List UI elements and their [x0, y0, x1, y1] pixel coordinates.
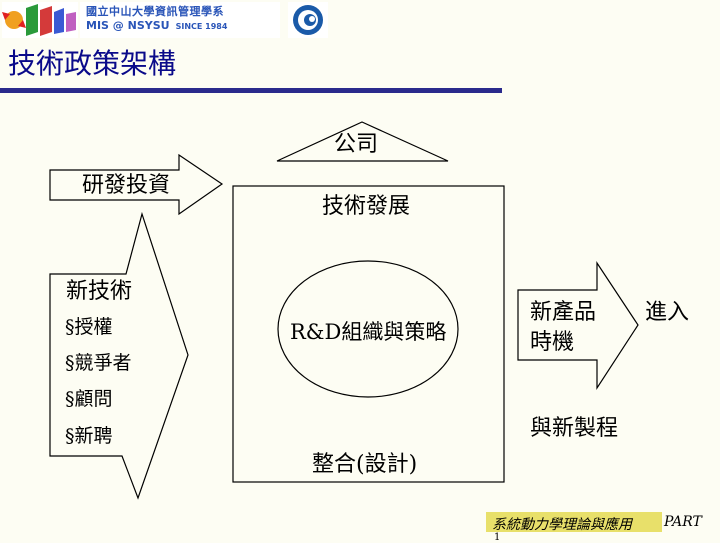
banner-mis: MIS @ NSYSU	[86, 19, 170, 32]
new-product-arrow	[517, 261, 639, 391]
bullet-licensing: §授權	[65, 316, 113, 338]
bullet-consultants: §顧問	[65, 388, 113, 410]
new-technology-label: 新技術	[66, 279, 133, 304]
department-logo-icon	[2, 2, 78, 38]
integration-label: 整合(設計)	[312, 452, 418, 477]
banner-chinese-name: 國立中山大學資訊管理學系	[86, 5, 224, 18]
page-title: 技術政策架構	[8, 47, 177, 80]
rd-investment-label: 研發投資	[82, 173, 171, 198]
university-swirl-icon	[288, 2, 328, 38]
banner-english-name: MIS @ NSYSU SINCE 1984	[86, 19, 227, 32]
new-technology-arrow	[49, 211, 189, 500]
footer-page-number: 1	[494, 532, 501, 543]
rd-org-strategy-label: R&D組織與策略	[290, 320, 447, 344]
bullet-competitors: §競爭者	[65, 352, 132, 374]
rd-strategy-ellipse	[277, 260, 459, 398]
tech-development-box	[232, 185, 505, 483]
department-banner: 國立中山大學資訊管理學系 MIS @ NSYSU SINCE 1984	[80, 2, 280, 38]
header-strip: 國立中山大學資訊管理學系 MIS @ NSYSU SINCE 1984	[0, 0, 720, 40]
footer-course-title: 系統動力學理論與應用	[492, 517, 632, 533]
footer-part: PART	[664, 514, 702, 530]
new-product-label-line2: 時機	[530, 330, 575, 355]
company-triangle	[276, 121, 449, 162]
rd-investment-arrow	[49, 153, 224, 216]
company-label: 公司	[334, 132, 379, 157]
new-process-label: 與新製程	[530, 416, 619, 441]
footer-highlight	[486, 512, 662, 532]
banner-since: SINCE 1984	[175, 22, 228, 31]
new-product-label-line1: 新產品	[530, 300, 597, 325]
bullet-new-hires: §新聘	[65, 425, 113, 447]
title-underline	[0, 88, 502, 93]
enter-label: 進入	[645, 300, 690, 325]
tech-development-label: 技術發展	[322, 194, 411, 219]
